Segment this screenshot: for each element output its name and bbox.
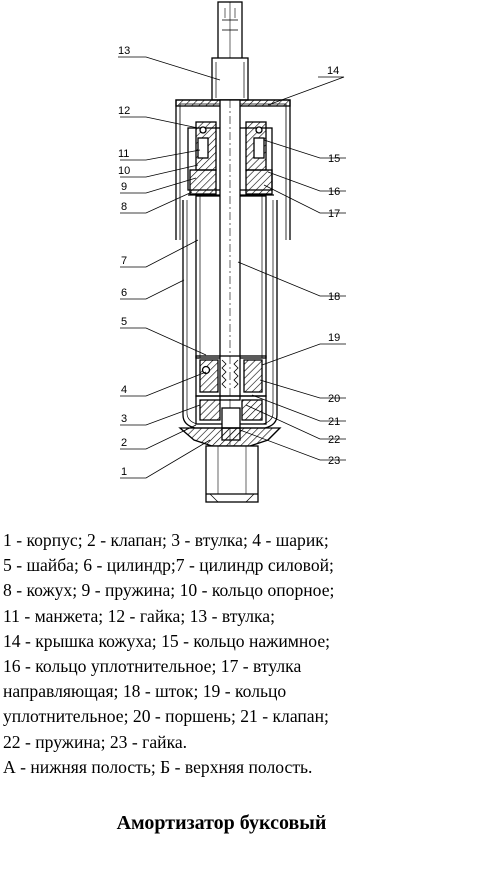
callout-23: 23 xyxy=(328,455,340,467)
legend-line: 22 - пружина; 23 - гайка. xyxy=(3,731,188,752)
drawing-body xyxy=(175,1,291,503)
callout-19: 19 xyxy=(328,332,340,344)
callout-13: 13 xyxy=(118,45,130,57)
callout-12: 12 xyxy=(118,105,130,117)
callout-18: 18 xyxy=(328,291,340,303)
legend-line: 14 - крышка кожуха; 15 - кольцо нажимное… xyxy=(3,630,331,651)
parts-legend: 1 - корпус; 2 - клапан; 3 - втулка; 4 - … xyxy=(3,528,481,780)
piston-20 xyxy=(195,355,267,397)
callout-8: 8 xyxy=(121,201,127,213)
callout-20: 20 xyxy=(328,393,340,405)
callout-4: 4 xyxy=(121,384,127,396)
legend-line: А - нижняя полость; Б - верхняя полость. xyxy=(3,756,313,777)
callout-labels: 13 14 12 11 10 9 8 7 6 5 4 3 2 1 15 16 1… xyxy=(118,45,340,478)
callout-2: 2 xyxy=(121,437,127,449)
callout-14: 14 xyxy=(327,65,339,77)
legend-line: уплотнительное; 20 - поршень; 21 - клапа… xyxy=(3,706,329,727)
callout-9: 9 xyxy=(121,181,127,193)
callout-3: 3 xyxy=(121,413,127,425)
callout-11: 11 xyxy=(118,148,129,160)
legend-line: направляющая; 18 - шток; 19 - кольцо xyxy=(3,681,287,702)
legend-line: 11 - манжета; 12 - гайка; 13 - втулка; xyxy=(3,605,275,626)
body-1 xyxy=(178,427,282,503)
rod-18 xyxy=(219,99,241,401)
callout-16: 16 xyxy=(328,186,340,198)
legend-line: 5 - шайба; 6 - цилиндр;7 - цилиндр силов… xyxy=(3,555,334,576)
callout-21: 21 xyxy=(328,416,340,428)
callout-1: 1 xyxy=(121,466,127,478)
callout-22: 22 xyxy=(328,434,340,446)
callout-5: 5 xyxy=(121,316,127,328)
legend-line: 1 - корпус; 2 - клапан; 3 - втулка; 4 - … xyxy=(3,530,329,550)
callout-15: 15 xyxy=(328,153,340,165)
callout-7: 7 xyxy=(121,255,127,267)
leader-lines xyxy=(118,56,346,479)
callout-10: 10 xyxy=(118,165,130,177)
legend-line: 8 - кожух; 9 - пружина; 10 - кольцо опор… xyxy=(3,580,335,601)
diagram-title: Амортизатор буксовый xyxy=(0,812,483,835)
callout-6: 6 xyxy=(121,287,127,299)
shock-absorber-drawing: 13 14 12 11 10 9 8 7 6 5 4 3 2 1 15 16 1… xyxy=(118,1,346,503)
head-assembly xyxy=(187,121,274,196)
callout-17: 17 xyxy=(328,208,340,220)
diagram-title-text: Амортизатор буксовый xyxy=(116,812,327,834)
legend-line: 16 - кольцо уплотнительное; 17 - втулка xyxy=(3,655,302,676)
